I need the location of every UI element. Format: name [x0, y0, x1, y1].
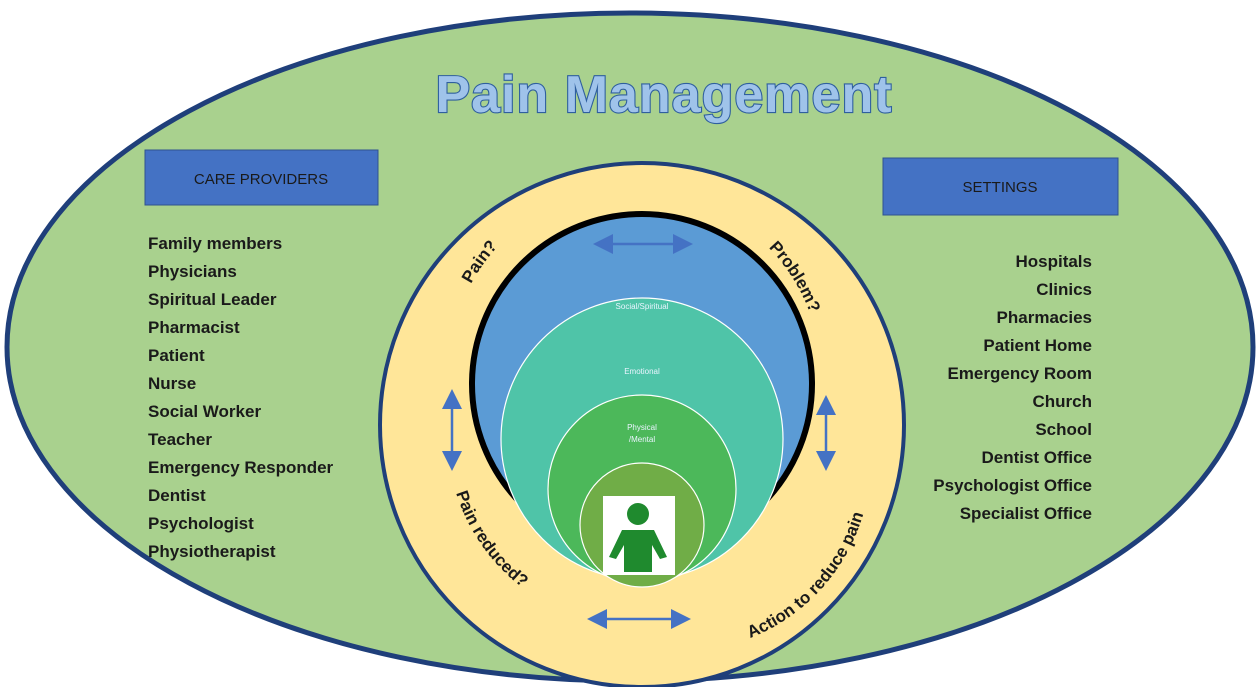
- list-item: Dentist Office: [981, 448, 1092, 467]
- care-providers-list: Family members Physicians Spiritual Lead…: [148, 234, 334, 561]
- settings-header-label: SETTINGS: [962, 179, 1037, 196]
- list-item: Emergency Room: [947, 364, 1092, 383]
- person-icon: [603, 496, 675, 575]
- layer-label-social: Social/Spiritual: [616, 302, 669, 311]
- list-item: Family members: [148, 234, 282, 253]
- list-item: Specialist Office: [960, 504, 1092, 523]
- list-item: Physiotherapist: [148, 542, 276, 561]
- layer-label-physical-1: Physical: [627, 423, 657, 432]
- settings-header: SETTINGS: [882, 157, 1119, 216]
- list-item: Physicians: [148, 262, 237, 281]
- list-item: Psychologist Office: [933, 476, 1092, 495]
- list-item: Teacher: [148, 430, 212, 449]
- list-item: Clinics: [1036, 280, 1092, 299]
- list-item: Patient: [148, 346, 205, 365]
- list-item: Dentist: [148, 486, 206, 505]
- list-item: Pharmacist: [148, 318, 240, 337]
- care-providers-header: CARE PROVIDERS: [144, 149, 379, 206]
- list-item: Hospitals: [1015, 252, 1092, 271]
- list-item: School: [1035, 420, 1092, 439]
- list-item: Church: [1033, 392, 1093, 411]
- list-item: Social Worker: [148, 402, 261, 421]
- list-item: Emergency Responder: [148, 458, 334, 477]
- list-item: Nurse: [148, 374, 196, 393]
- care-providers-header-label: CARE PROVIDERS: [194, 171, 328, 188]
- list-item: Pharmacies: [997, 308, 1092, 327]
- settings-list: Hospitals Clinics Pharmacies Patient Hom…: [933, 252, 1092, 523]
- list-item: Spiritual Leader: [148, 290, 277, 309]
- list-item: Psychologist: [148, 514, 254, 533]
- list-item: Patient Home: [983, 336, 1092, 355]
- diagram-title: Pain Management: [435, 66, 892, 124]
- layer-label-physical-2: /Mental: [629, 435, 655, 444]
- layer-label-emotional: Emotional: [624, 367, 660, 376]
